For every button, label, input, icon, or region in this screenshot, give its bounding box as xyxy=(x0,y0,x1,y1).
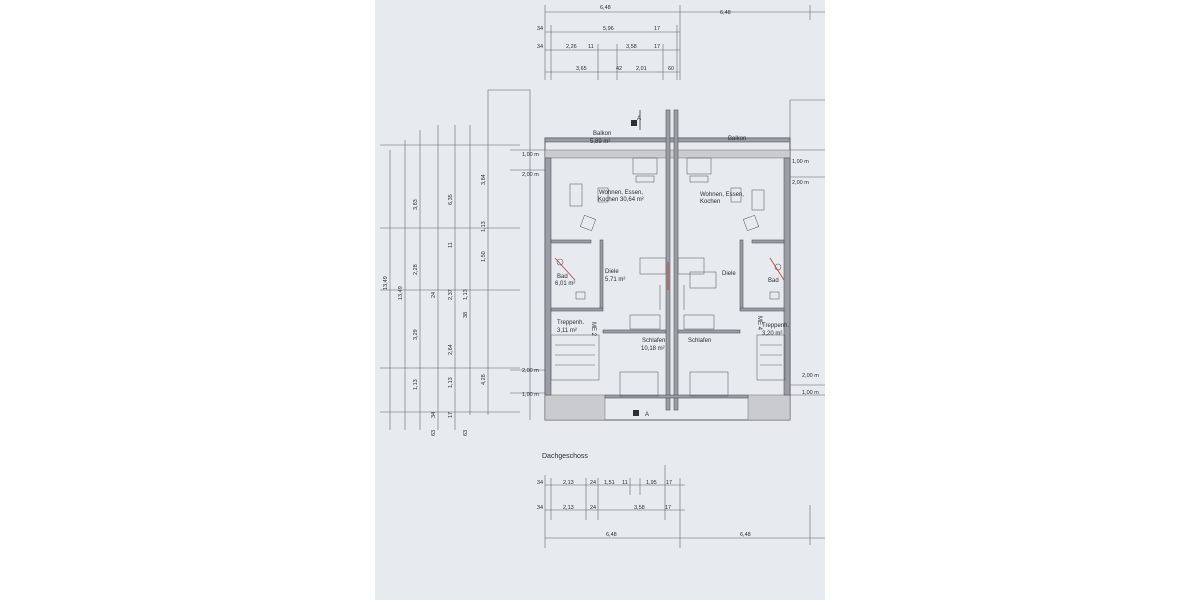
left-dim-13-49-b: 13,49 xyxy=(398,286,404,300)
room-treppenh-left-area: 3,11 m² xyxy=(557,328,577,334)
level-bottom-left-1-00: 1,00 m xyxy=(522,392,539,398)
room-schlafen-right: Schlafen xyxy=(688,338,711,344)
level-bottom-left-2-00: 2,00 m xyxy=(522,368,539,374)
section-a-bottom: A xyxy=(645,412,649,418)
left-dim-63-b: 63 xyxy=(463,430,469,436)
top-dim-2-26: 2,26 xyxy=(566,44,577,50)
level-right-2-00: 2,00 m xyxy=(792,180,809,186)
bottom-dim-1-51: 1,51 xyxy=(604,480,615,486)
left-dim-17: 17 xyxy=(448,412,454,418)
top-dim-11: 11 xyxy=(588,44,594,50)
left-dim-4-28: 4,28 xyxy=(481,374,487,385)
level-bottom-right-2-00: 2,00 m xyxy=(802,373,819,379)
left-dim-1-13-c: 1,13 xyxy=(481,221,487,232)
bottom-dim-17-b: 17 xyxy=(665,505,671,511)
bottom-dim-24: 24 xyxy=(590,480,596,486)
bottom-dim-1-95: 1,95 xyxy=(646,480,657,486)
top-dim-5-96: 5,96 xyxy=(603,26,614,32)
section-a-top: A xyxy=(637,116,641,122)
left-dim-1-50: 1,50 xyxy=(481,251,487,262)
room-schlafen-left: Schlafen xyxy=(642,338,665,344)
room-treppenh-left: Treppenh. xyxy=(557,320,584,326)
room-diele-right: Diele xyxy=(722,271,736,277)
room-treppenh-right: Treppenh. xyxy=(762,323,789,329)
left-dim-3-29: 3,29 xyxy=(413,329,419,340)
bottom-dim-24-b: 24 xyxy=(590,505,596,511)
hoehe-label-left: ME 2 xyxy=(590,322,596,337)
left-dim-2-28: 2,28 xyxy=(413,264,419,275)
room-balkon-left: Balkon xyxy=(593,131,611,137)
room-labels: Balkon 5,89 m² Balkon Wohnen, Essen, Koc… xyxy=(555,131,789,352)
left-dim-63: 63 xyxy=(431,430,437,436)
left-dim-3-83: 3,83 xyxy=(413,199,419,210)
left-dim-6-35: 6,35 xyxy=(448,194,454,205)
bottom-dim-6-48-b: 6,48 xyxy=(740,532,751,538)
top-dim-3-58: 3,58 xyxy=(626,44,637,50)
left-dim-13-49-a: 13,49 xyxy=(383,276,389,290)
top-dim-17: 17 xyxy=(654,26,660,32)
left-dim-24: 24 xyxy=(431,292,437,298)
top-dim-6-48-b: 6,48 xyxy=(720,10,731,16)
bottom-dimension-chains: 34 2,13 24 1,51 11 1,95 17 34 2,13 24 3,… xyxy=(537,465,825,548)
room-wohnen-right: Wohnen, Essen, xyxy=(700,192,744,198)
stairs xyxy=(550,285,786,381)
top-dim-3-65: 3,65 xyxy=(576,66,587,72)
left-dim-11: 11 xyxy=(448,242,454,248)
bottom-dim-3-58: 3,58 xyxy=(634,505,645,511)
left-dim-2-64: 2,64 xyxy=(448,344,454,355)
room-diele-left: Diele xyxy=(605,269,619,275)
level-right-1-00: 1,00 m xyxy=(792,159,809,165)
top-dim-6-48-a: 6,48 xyxy=(600,5,611,11)
bottom-dim-11: 11 xyxy=(622,480,628,486)
bottom-dim-6-48-a: 6,48 xyxy=(606,532,617,538)
section-markers: A A xyxy=(631,110,649,418)
room-bad-right: Bad xyxy=(768,278,779,284)
top-dimension-chains: 6,48 6,48 34 5,96 17 34 2,26 11 3,58 17 … xyxy=(537,5,825,80)
top-dim-2-01: 2,01 xyxy=(636,66,647,72)
top-dim-34: 34 xyxy=(537,26,543,32)
left-dim-1-13-d: 1,13 xyxy=(463,289,469,300)
room-bad-left: Bad xyxy=(557,274,568,280)
room-balkon-left-area: 5,89 m² xyxy=(590,139,610,145)
room-balkon-right: Balkon xyxy=(728,136,746,142)
furniture xyxy=(554,157,785,397)
left-dim-1-13-a: 1,13 xyxy=(413,379,419,390)
left-dim-38: 38 xyxy=(463,312,469,318)
room-wohnen-left-area: Kochen 30,64 m² xyxy=(598,197,644,203)
bottom-dim-2-13: 2,13 xyxy=(563,480,574,486)
left-dim-3-84: 3,84 xyxy=(481,174,487,185)
room-diele-left-area: 5,71 m² xyxy=(605,277,625,283)
level-marks: 1,00 m 2,00 m 1,00 m 2,00 m 2,00 m 1,00 … xyxy=(522,152,819,398)
room-wohnen-left: Wohnen, Essen, xyxy=(599,190,643,196)
left-dimension-chains: 13,49 13,49 3,83 2,28 3,29 1,13 6,35 2,3… xyxy=(380,90,520,436)
left-dim-1-13-b: 1,13 xyxy=(448,377,454,388)
bottom-dim-34: 34 xyxy=(537,480,543,486)
top-dim-42: 42 xyxy=(616,66,622,72)
room-wohnen-right-area: Kochen xyxy=(700,199,720,205)
bottom-dim-17: 17 xyxy=(666,480,672,486)
left-dim-2-37: 2,37 xyxy=(448,289,454,300)
top-dim-17-b: 17 xyxy=(654,44,660,50)
bottom-dim-2-13-b: 2,13 xyxy=(563,505,574,511)
bottom-dim-34-b: 34 xyxy=(537,505,543,511)
room-schlafen-left-area: 10,18 m² xyxy=(641,346,665,352)
room-treppenh-right-area: 3,20 m² xyxy=(762,331,782,337)
hoehe-label-right: ME 4 xyxy=(756,316,762,331)
plan-title: Dachgeschoss xyxy=(542,453,588,460)
left-dim-34: 34 xyxy=(431,412,437,418)
top-dim-60: 60 xyxy=(668,66,674,72)
level-left-1-00: 1,00 m xyxy=(522,152,539,158)
level-left-2-00: 2,00 m xyxy=(522,172,539,178)
room-bad-left-area: 6,01 m² xyxy=(555,281,575,287)
top-dim-34-b: 34 xyxy=(537,44,543,50)
level-bottom-right-1-00: 1,00 m xyxy=(802,390,819,396)
